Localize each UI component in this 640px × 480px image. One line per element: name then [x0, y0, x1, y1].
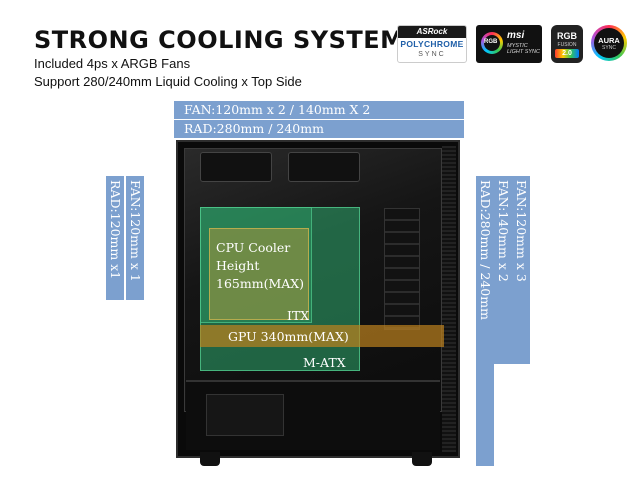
feature-line-liquid-cooling: Support 280/240mm Liquid Cooling x Top S… [34, 74, 302, 89]
aura-sync-logo: AURA SYNC [591, 25, 627, 61]
feature-line-fans: Included 4ps x ARGB Fans [34, 56, 191, 71]
front-fan120-spec: FAN:120mm x 3 [514, 180, 529, 282]
front-rad-spec: RAD:280mm / 240mm [478, 180, 493, 320]
top-rad-spec: RAD:280mm / 240mm [184, 121, 324, 136]
rgb-ring-icon [481, 32, 503, 54]
mystic-light-text: MYSTIC LIGHT SYNC [507, 43, 541, 55]
matx-label: M-ATX [303, 355, 346, 370]
cpu-cooler-height-label: Height [216, 258, 260, 273]
asrock-polychrome-logo: ASRock POLYCHROME SYNC [397, 25, 467, 63]
cpu-cooler-max-label: 165mm(MAX) [216, 276, 305, 291]
psu-shroud [186, 380, 440, 450]
psu-window [206, 394, 284, 436]
rear-rad-spec-bar: RAD:120mm x1 [106, 176, 124, 300]
top-fan-icon [288, 152, 360, 182]
gpu-length-label: GPU 340mm(MAX) [228, 329, 349, 344]
top-fan-spec: FAN:120mm x 2 / 140mm X 2 [184, 102, 371, 117]
msi-mystic-light-logo: RGB msi MYSTIC LIGHT SYNC [476, 25, 542, 63]
polychrome-sync-text: SYNC [418, 51, 446, 58]
msi-ring-text: RGB [484, 39, 498, 45]
gpu-length-overlay [200, 325, 444, 347]
rgb-fusion-logo: RGB FUSION 2.0 [551, 25, 583, 63]
page-title: STRONG COOLING SYSTEM [34, 26, 405, 54]
rgb-fusion-top: RGB [557, 31, 577, 41]
rear-rad-spec: RAD:120mm x1 [108, 180, 123, 280]
cpu-cooler-overlay [209, 228, 309, 320]
msi-brand: msi [507, 30, 525, 41]
top-rad-spec-bar: RAD:280mm / 240mm [174, 120, 464, 138]
top-fan-icon [200, 152, 272, 182]
front-rad-spec-bar: RAD:280mm / 240mm [476, 176, 494, 466]
aura-name: AURA [598, 36, 620, 45]
front-fan140-spec: FAN:140mm x 2 [496, 180, 511, 282]
polychrome-text: POLYCHROME [400, 39, 464, 49]
case-foot [200, 452, 220, 466]
front-fan120-spec-bar: FAN:120mm x 3 [512, 176, 530, 364]
rear-fan-spec-bar: FAN:120mm x 1 [126, 176, 144, 300]
rgb-fusion-name: FUSION [557, 42, 577, 48]
aura-sync-text: SYNC [602, 45, 616, 51]
itx-label: ITX [287, 308, 310, 323]
rgb-fusion-version: 2.0 [555, 49, 579, 58]
drive-bay [384, 208, 420, 330]
cpu-cooler-label: CPU Cooler [216, 240, 291, 255]
rear-fan-spec: FAN:120mm x 1 [128, 180, 143, 282]
front-fan140-spec-bar: FAN:140mm x 2 [494, 176, 512, 364]
front-mesh-panel [442, 146, 456, 452]
asrock-brand: ASRock [398, 26, 466, 38]
case-foot [412, 452, 432, 466]
top-fan-spec-bar: FAN:120mm x 2 / 140mm X 2 [174, 101, 464, 119]
